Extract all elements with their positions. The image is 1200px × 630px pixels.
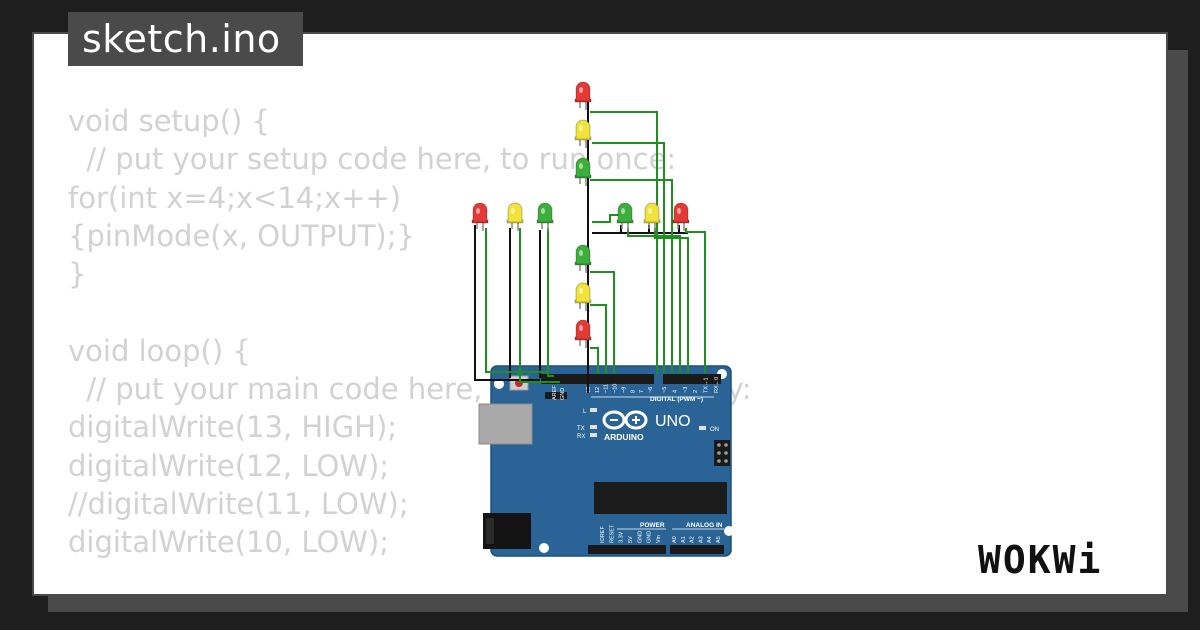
digital-header-left: [541, 374, 654, 384]
code-line: {pinMode(x, OUTPUT);}: [68, 218, 415, 253]
power-pin-label: GND: [637, 531, 643, 543]
code-line: void setup() {: [68, 104, 270, 138]
digital-pin-label: ~10: [613, 384, 619, 393]
digital-pin-label: RX←0: [714, 377, 720, 393]
led-red[interactable]: [574, 81, 592, 110]
signal-wire: [654, 228, 689, 374]
signal-wire: [592, 142, 665, 374]
led-yellow[interactable]: [574, 119, 592, 148]
signal-wire: [590, 271, 615, 374]
analog-pin-label: A4: [707, 536, 713, 543]
signal-wire: [547, 228, 554, 377]
wokwi-logo: WOKWi: [978, 538, 1102, 582]
sketch-filename: sketch.ino: [68, 12, 303, 66]
wires: [474, 100, 706, 393]
svg-text:POWER: POWER: [640, 522, 665, 529]
power-pin-label: 5V: [628, 536, 634, 543]
usb-port: [478, 403, 533, 445]
power-pin-label: Vin: [656, 535, 662, 543]
power-pin-label: 3.3V: [619, 531, 625, 543]
aux-pin-label: GND: [560, 388, 566, 400]
icsp-header: [714, 440, 730, 466]
signal-wire: [685, 228, 706, 374]
digital-pin-label: TX→1: [704, 377, 710, 393]
code-line: digitalWrite(13, HIGH);: [68, 410, 398, 445]
signal-wire: [590, 111, 658, 374]
atmega-chip: [594, 482, 727, 514]
code-line: void loop() {: [68, 333, 251, 368]
code-line: digitalWrite(10, LOW);: [68, 525, 390, 560]
arduino-logo-icon: [602, 410, 648, 430]
analog-pin-label: A1: [681, 536, 687, 543]
svg-text:ON: ON: [710, 427, 719, 433]
digital-pin-label: 12: [595, 387, 601, 393]
code-line: digitalWrite(12, LOW);: [68, 448, 390, 483]
aux-pin-label: AREF: [552, 385, 558, 400]
signal-wire: [590, 347, 599, 374]
code-line: // put your setup code here, to run once…: [68, 142, 677, 177]
led-red[interactable]: [574, 319, 592, 348]
digital-header-right: [663, 374, 721, 384]
digital-pin-label: ~5: [662, 387, 668, 393]
digital-pin-label: ~6: [648, 387, 654, 393]
analog-header: [670, 545, 724, 554]
signal-wire: [590, 304, 607, 374]
digital-pin-label: 2: [693, 390, 699, 393]
led-red[interactable]: [471, 202, 489, 231]
code-line: }: [68, 257, 87, 292]
svg-text:L: L: [583, 409, 587, 415]
led-tx-indicator: [590, 425, 597, 429]
digital-pin-label: 7: [639, 390, 645, 393]
led-green[interactable]: [616, 202, 634, 231]
board-model-label: UNO: [655, 413, 691, 430]
led-l-indicator: [590, 408, 597, 412]
led-green[interactable]: [536, 202, 554, 231]
power-pin-label: RESET: [609, 524, 615, 543]
led-yellow[interactable]: [574, 282, 592, 311]
ground-wire: [474, 225, 540, 381]
digital-header-label: DIGITAL (PWM ~): [650, 396, 703, 403]
analog-pin-label: A2: [690, 536, 696, 543]
led-yellow[interactable]: [506, 202, 524, 231]
led-yellow[interactable]: [643, 202, 661, 231]
arduino-uno-board[interactable]: DIGITAL (PWM ~) L TX RX UNO ARDUINO ON: [478, 365, 734, 557]
code-line: for(int x=4;x<14;x++): [68, 180, 402, 215]
code-listing: void setup() { // put your setup code he…: [68, 102, 752, 562]
digital-pin-label: 8: [630, 390, 636, 393]
analog-pin-label: A3: [698, 536, 704, 543]
power-pin-label: IOREF: [600, 526, 606, 543]
svg-text:RX: RX: [577, 434, 585, 440]
signal-wire: [590, 179, 673, 374]
led-rx-indicator: [590, 433, 597, 437]
signal-wire: [485, 228, 548, 373]
digital-pin-label: ~11: [604, 384, 610, 393]
power-header: [588, 545, 666, 554]
signal-wire: [519, 228, 560, 383]
led-layer: [471, 81, 690, 348]
digital-pin-label: ~9: [621, 387, 627, 393]
led-on-indicator: [699, 426, 706, 430]
led-red[interactable]: [672, 202, 690, 231]
wokwi-logo-text: WOKWi: [978, 538, 1102, 582]
analog-pin-label: A5: [716, 536, 722, 543]
power-pin-label: GND: [647, 531, 653, 543]
svg-text:TX: TX: [577, 426, 585, 432]
digital-pin-label: 4: [672, 390, 678, 393]
led-green[interactable]: [574, 244, 592, 273]
led-green[interactable]: [574, 157, 592, 186]
code-line: //digitalWrite(11, LOW);: [68, 486, 409, 521]
digital-pin-label: ~3: [683, 387, 689, 393]
svg-text:ANALOG IN: ANALOG IN: [686, 522, 723, 529]
analog-pin-label: A0: [672, 536, 678, 543]
board-brand-label: ARDUINO: [604, 432, 644, 442]
